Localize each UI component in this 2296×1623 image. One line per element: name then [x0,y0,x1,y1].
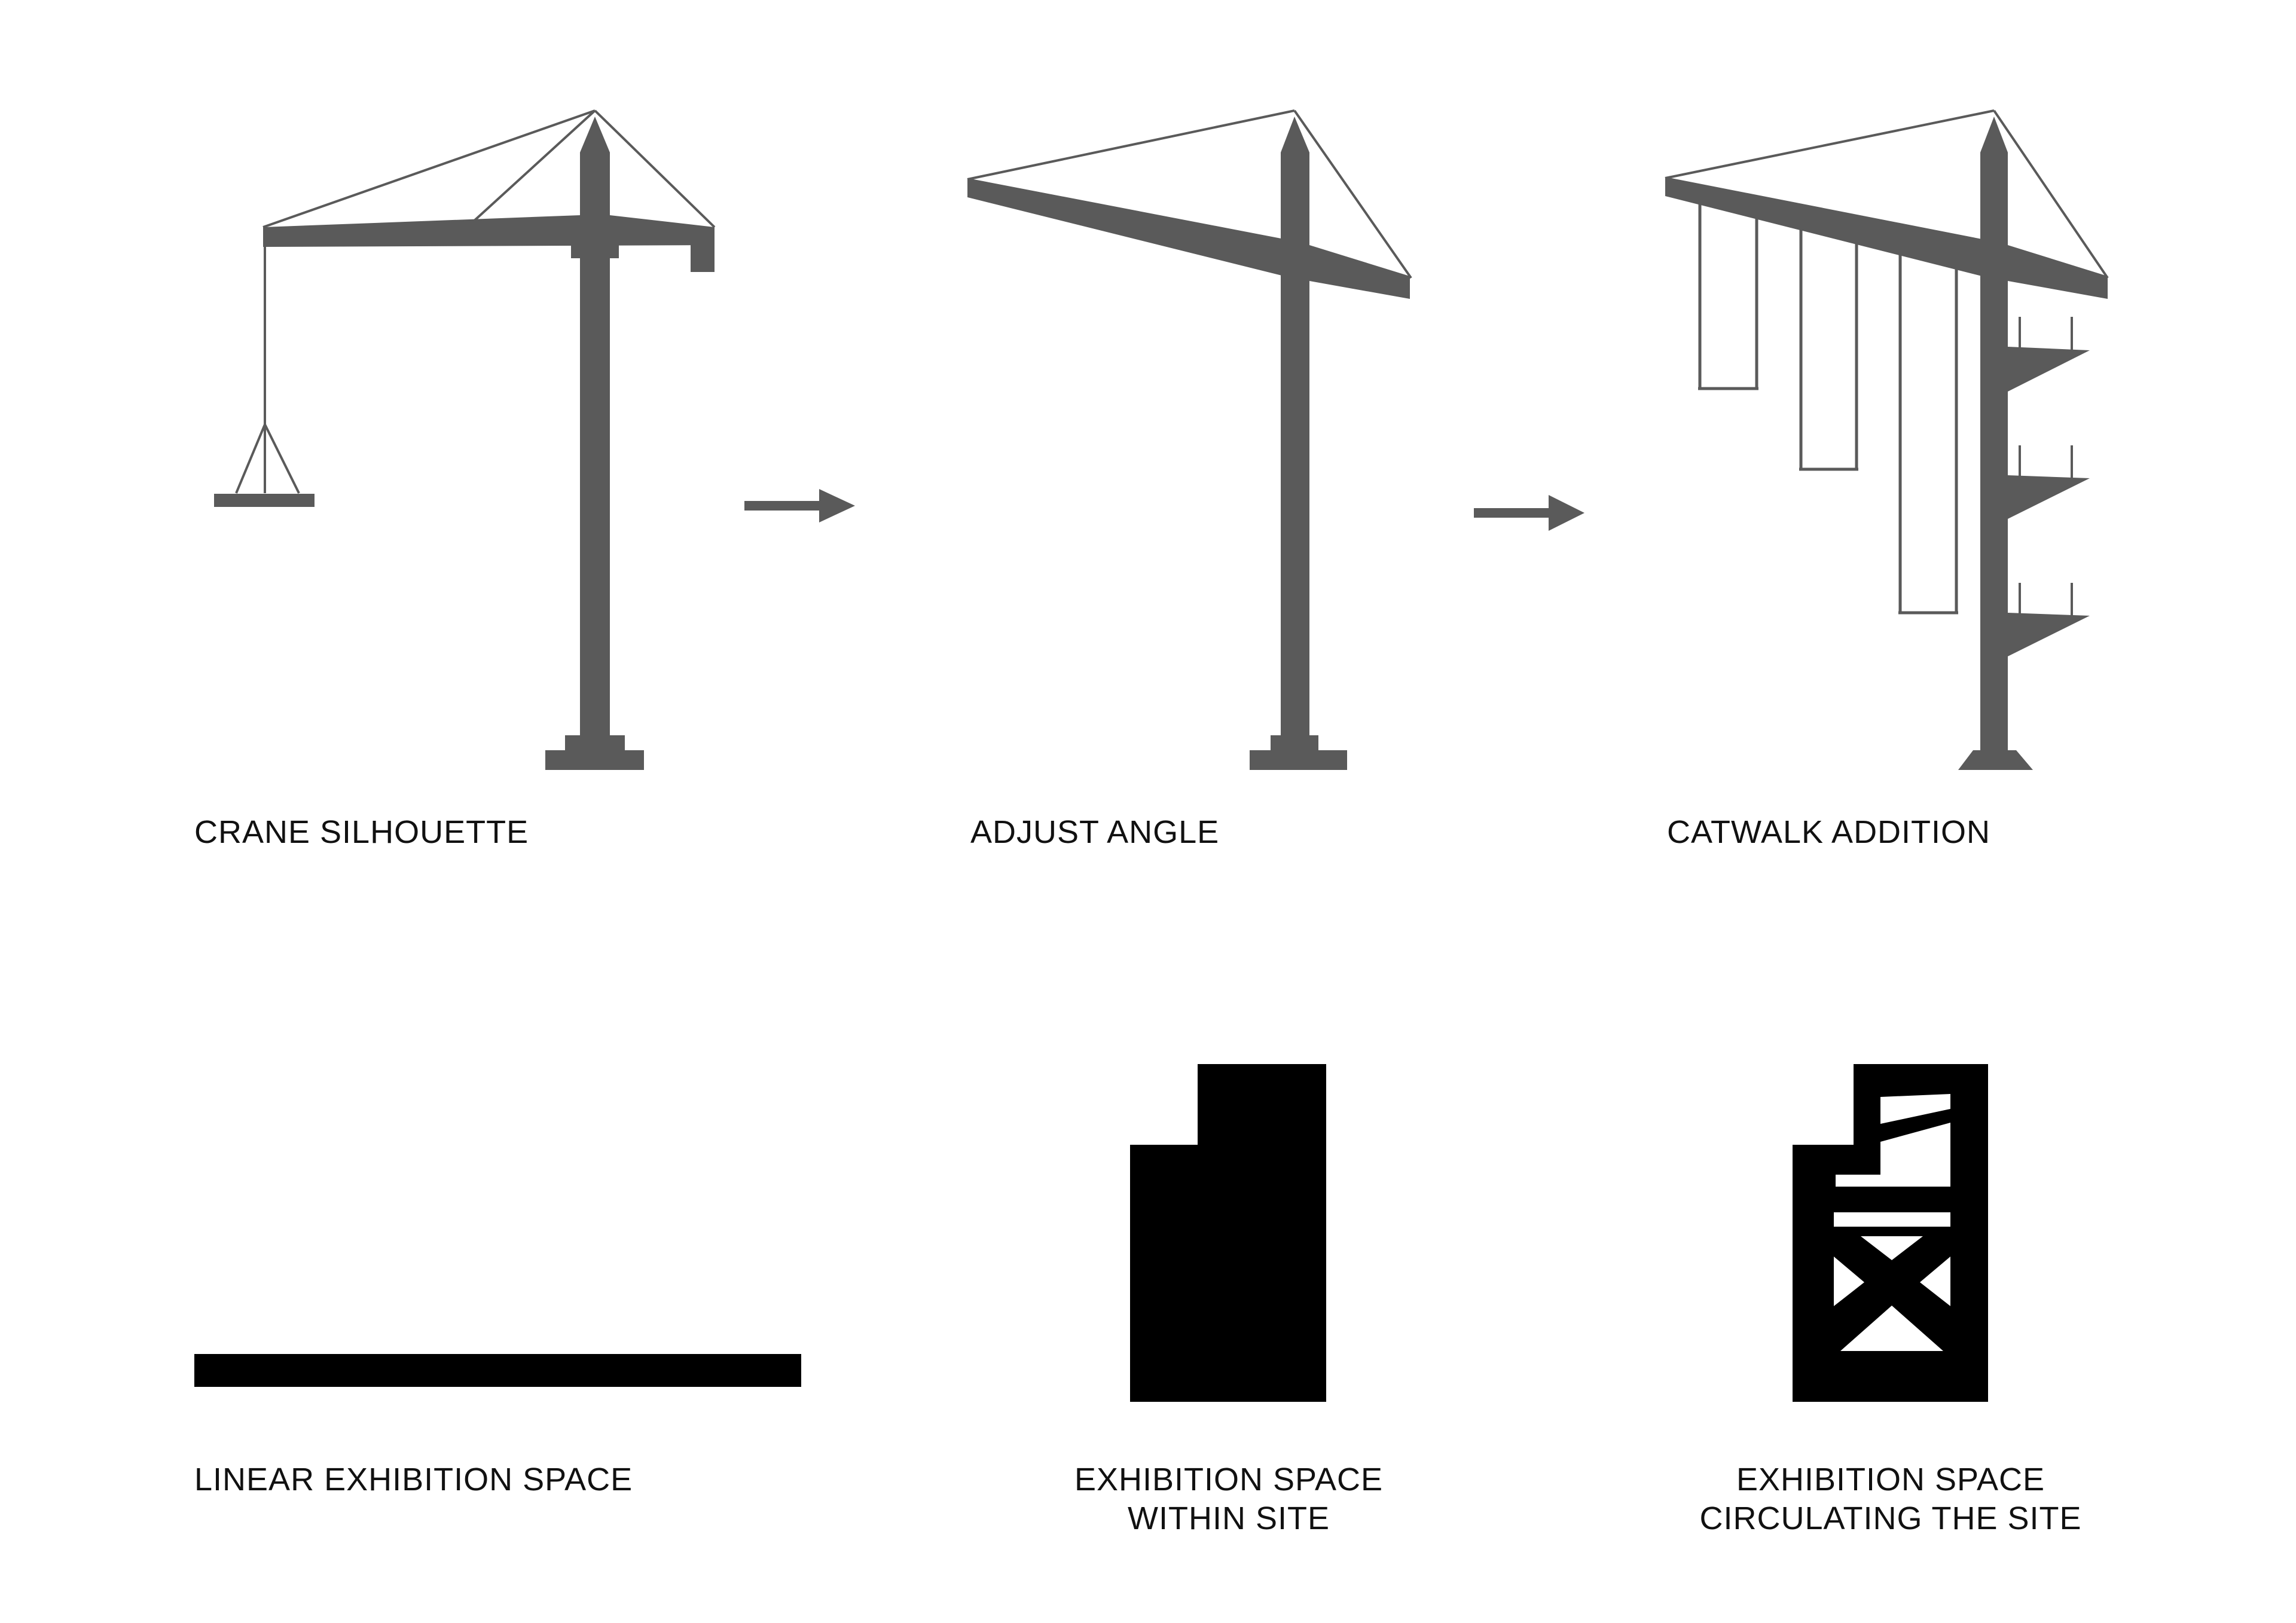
crane-1-jib [263,215,715,247]
crane-3-platform-1 [2008,347,2090,392]
crane-3-cables [1665,109,2109,279]
crane-silhouette-drawing [214,109,716,770]
adjust-angle-label: ADJUST ANGLE [970,814,1219,850]
catwalk-addition-label: CATWALK ADDITION [1667,814,1990,850]
linear-exhibition-bar [194,1354,801,1387]
crane-2-mast [1281,117,1309,735]
right-arrow-icon [744,489,855,522]
crane-2-cables [967,109,1412,279]
circulating-site-mass [1793,1064,1988,1402]
crane-1-cables [235,109,716,494]
right-arrow-icon [1474,495,1584,531]
circulating-site-label-line1: EXHIBITION SPACE [1736,1462,2045,1497]
crane-3-structure [1665,117,2108,770]
crane-1-load-platform [214,494,315,507]
crane-2-base-upper [1271,735,1318,752]
crane-3-base [1958,750,2033,770]
circulating-site-x-brace [1834,1227,1950,1320]
crane-silhouette-label: CRANE SILHOUETTE [194,814,529,850]
crane-2-base-lower [1250,750,1347,770]
circulating-site-label-line2: CIRCULATING THE SITE [1699,1500,2081,1536]
crane-3-hanging-catwalks [1698,203,1958,615]
crane-1-base-lower [545,750,644,770]
crane-3-mast [1980,117,2008,754]
crane-2-structure [967,117,1410,770]
within-site-mass [1130,1064,1326,1402]
adjust-angle-drawing [967,109,1412,770]
circulating-site-voids [1834,1094,1950,1351]
crane-3-railings [2019,317,2073,615]
linear-exhibition-label: LINEAR EXHIBITION SPACE [194,1462,633,1497]
crane-1-base-upper [565,735,625,752]
crane-3-jib [1665,177,2108,299]
crane-1-mast [580,117,610,735]
crane-1-structure [214,117,715,770]
within-site-label-line1: EXHIBITION SPACE [1074,1462,1383,1497]
crane-1-counterweight [691,242,715,272]
crane-3-platform-3 [2008,613,2090,656]
catwalk-addition-drawing [1665,109,2109,770]
within-site-label-line2: WITHIN SITE [1128,1500,1330,1536]
crane-3-platform-2 [2008,475,2090,519]
crane-2-jib [967,178,1410,299]
crane-1-collar [571,245,619,258]
